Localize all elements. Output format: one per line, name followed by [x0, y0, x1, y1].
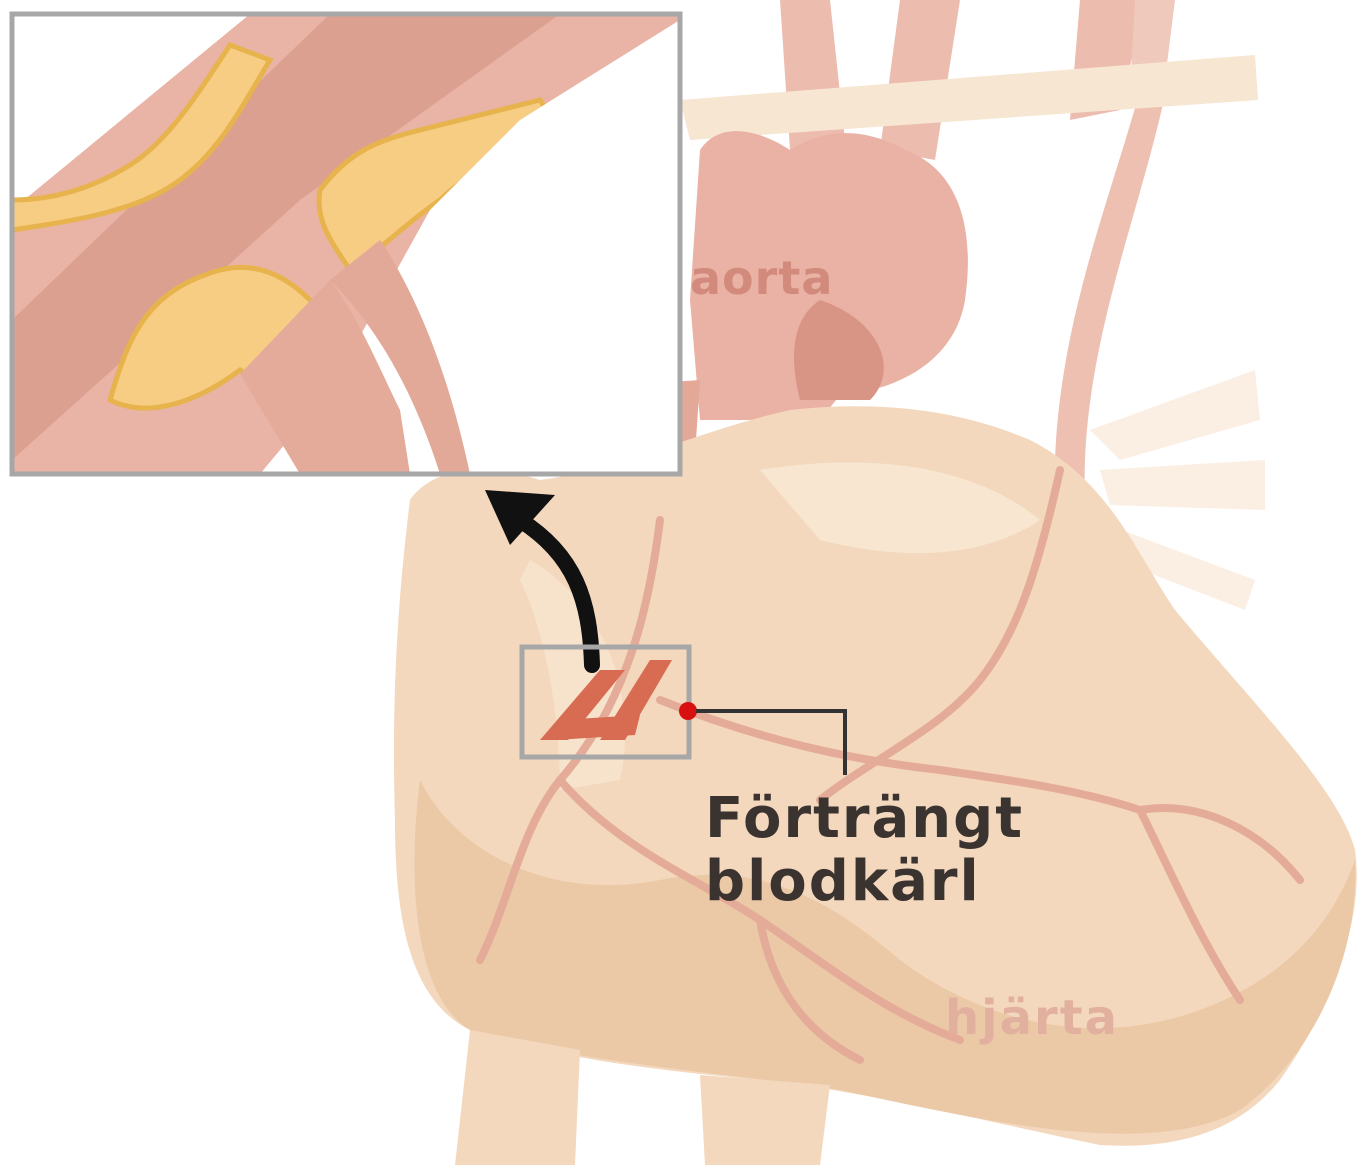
- heart-label: hjärta: [945, 990, 1119, 1046]
- aorta-label: aorta: [690, 251, 833, 305]
- nerve-band: [680, 55, 1258, 140]
- zoom-inset: [12, 14, 680, 474]
- callout-label-line2: blodkärl: [705, 849, 981, 914]
- callout-label-line1: Förträngt: [705, 786, 1024, 851]
- red-dot-icon: [679, 702, 697, 720]
